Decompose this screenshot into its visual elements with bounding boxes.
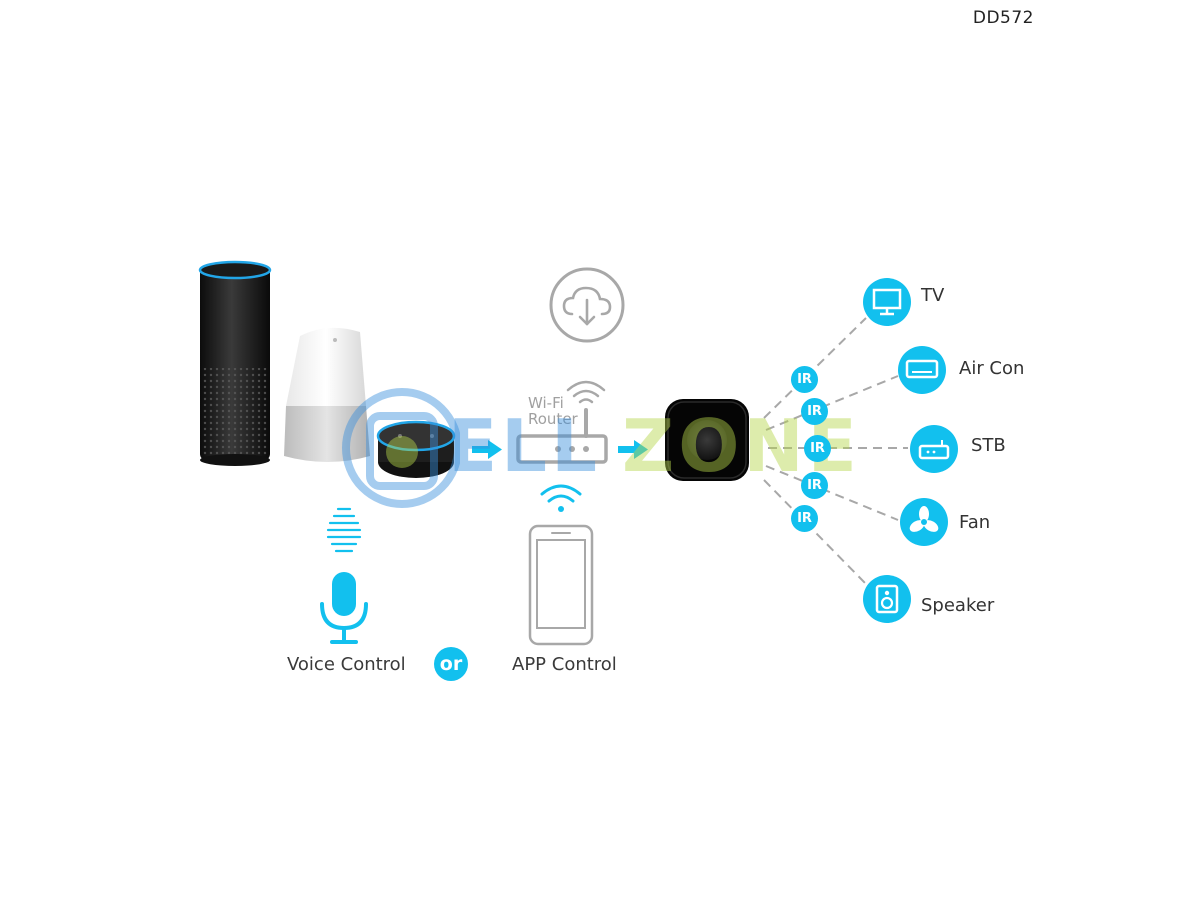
device-label-fan: Fan: [959, 512, 991, 533]
ir-badge-tv: IR: [791, 366, 818, 393]
router-icon: [516, 408, 608, 464]
device-label-stb: STB: [971, 435, 1006, 456]
connection-line-speaker: [763, 479, 867, 585]
speaker-icon: [863, 575, 911, 623]
router-wifi-icon: [566, 380, 606, 404]
product-code: DD572: [972, 8, 1034, 28]
connection-line-tv: [763, 317, 867, 419]
router-label-line1: Wi-Fi: [528, 394, 564, 412]
arrow-to-hub: [618, 440, 648, 459]
voice-control-caption: Voice Control: [287, 654, 406, 675]
google-home-speaker: [284, 327, 370, 462]
ir-badge-fan: IR: [801, 472, 828, 499]
device-label-aircon: Air Con: [959, 358, 1025, 379]
device-label-tv: TV: [921, 285, 945, 306]
fan-icon: [900, 498, 948, 546]
connection-line-aircon: [765, 375, 899, 431]
microphone-icon: [320, 572, 368, 644]
amazon-echo-speaker: [198, 260, 272, 466]
or-badge: or: [434, 647, 468, 681]
ir-badge-speaker: IR: [791, 505, 818, 532]
arrow-to-router: [472, 440, 502, 459]
tv-icon: [863, 278, 911, 326]
device-label-speaker: Speaker: [921, 595, 995, 616]
ir-badge-stb: IR: [804, 435, 831, 462]
echo-dot-speaker: [376, 420, 456, 478]
ir-badge-aircon: IR: [801, 398, 828, 425]
cloud-download-icon: [549, 267, 625, 343]
router-label: Wi-Fi Router: [528, 395, 578, 427]
connection-line-fan: [765, 465, 899, 521]
smartphone-icon: [528, 524, 594, 646]
app-control-caption: APP Control: [512, 654, 617, 675]
watermark-text-left: ELL: [448, 404, 601, 488]
watermark-logo-icon: [342, 388, 460, 508]
wifi-signal-icon: [540, 484, 582, 512]
set-top-box-icon: [910, 425, 958, 473]
air-conditioner-icon: [898, 346, 946, 394]
smart-ir-hub: [665, 399, 749, 481]
voice-wave-icon: [326, 507, 362, 553]
router-label-line2: Router: [528, 410, 578, 428]
